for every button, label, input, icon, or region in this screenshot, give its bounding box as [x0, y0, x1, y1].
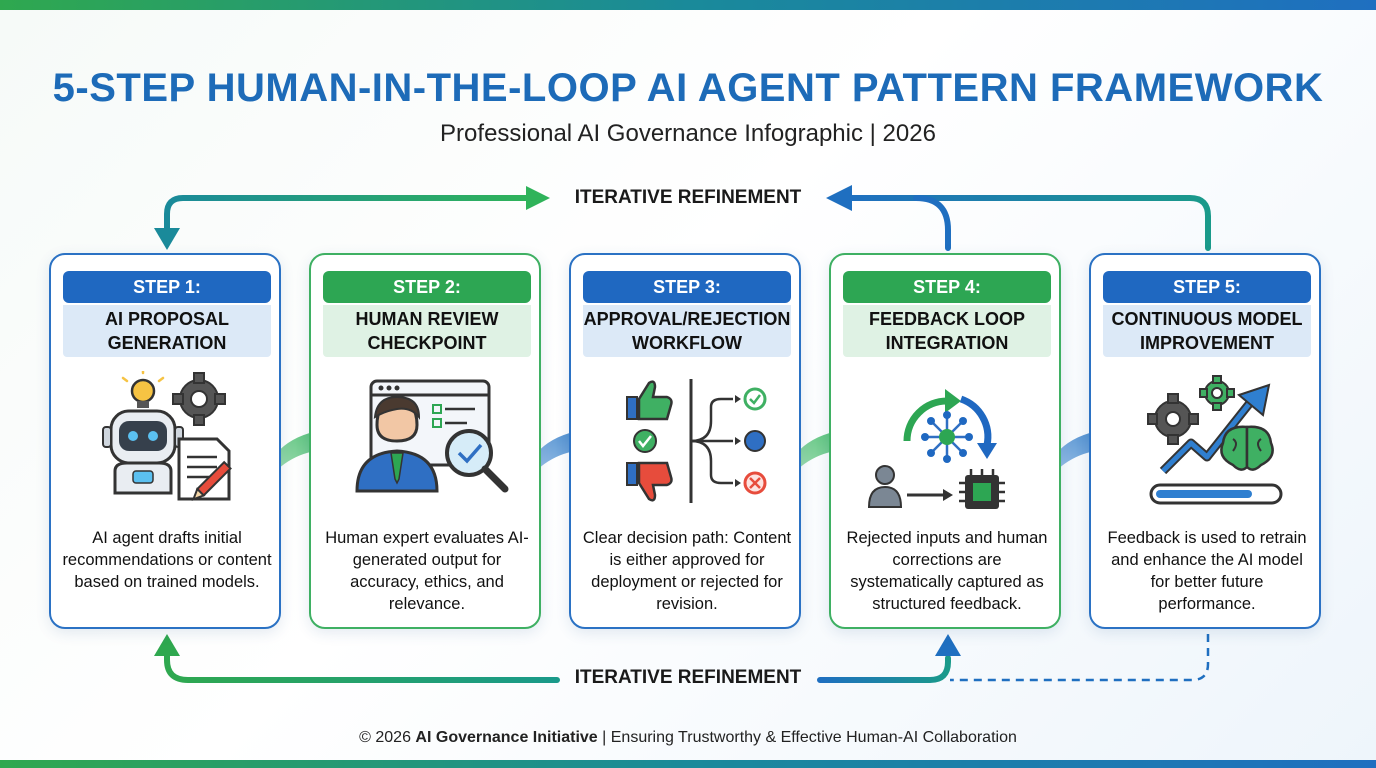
human-review-icon [327, 371, 527, 511]
step-description: AI agent drafts initial recommendations … [62, 529, 272, 591]
footer-credit: © 2026 AI Governance Initiative | Ensuri… [359, 729, 1017, 746]
decision-branch-icon [587, 371, 787, 511]
robot-proposal-icon [67, 366, 267, 511]
top-accent-bar [0, 0, 1376, 10]
page-title: 5-STEP HUMAN-IN-THE-LOOP AI AGENT PATTER… [52, 66, 1324, 110]
bottom-loop-label: ITERATIVE REFINEMENT [574, 667, 802, 688]
top-loop-right-arrow [826, 185, 1211, 251]
bottom-accent-bar [0, 760, 1376, 768]
feedback-cycle-icon [847, 371, 1047, 511]
page-subtitle: Professional AI Governance Infographic |… [440, 120, 936, 147]
footer-org: AI Governance Initiative [415, 729, 598, 746]
step-number: STEP 5: [1103, 271, 1311, 303]
step-description: Human expert evaluates AI-generated outp… [325, 529, 529, 613]
step-number: STEP 2: [323, 271, 531, 303]
step-description: Clear decision path: Content is either a… [582, 529, 792, 613]
step-number: STEP 3: [583, 271, 791, 303]
top-loop-left-arrow [154, 186, 550, 250]
step-number: STEP 1: [63, 271, 271, 303]
model-improvement-icon [1107, 371, 1307, 511]
bottom-loop-left-arrow [154, 634, 560, 683]
step-description: Rejected inputs and human corrections ar… [846, 529, 1048, 613]
step-description: Feedback is used to retrain and enhance … [1107, 529, 1307, 613]
bottom-loop-right-arrow [817, 634, 1210, 683]
step-number: STEP 4: [843, 271, 1051, 303]
top-loop-label: ITERATIVE REFINEMENT [574, 187, 802, 208]
